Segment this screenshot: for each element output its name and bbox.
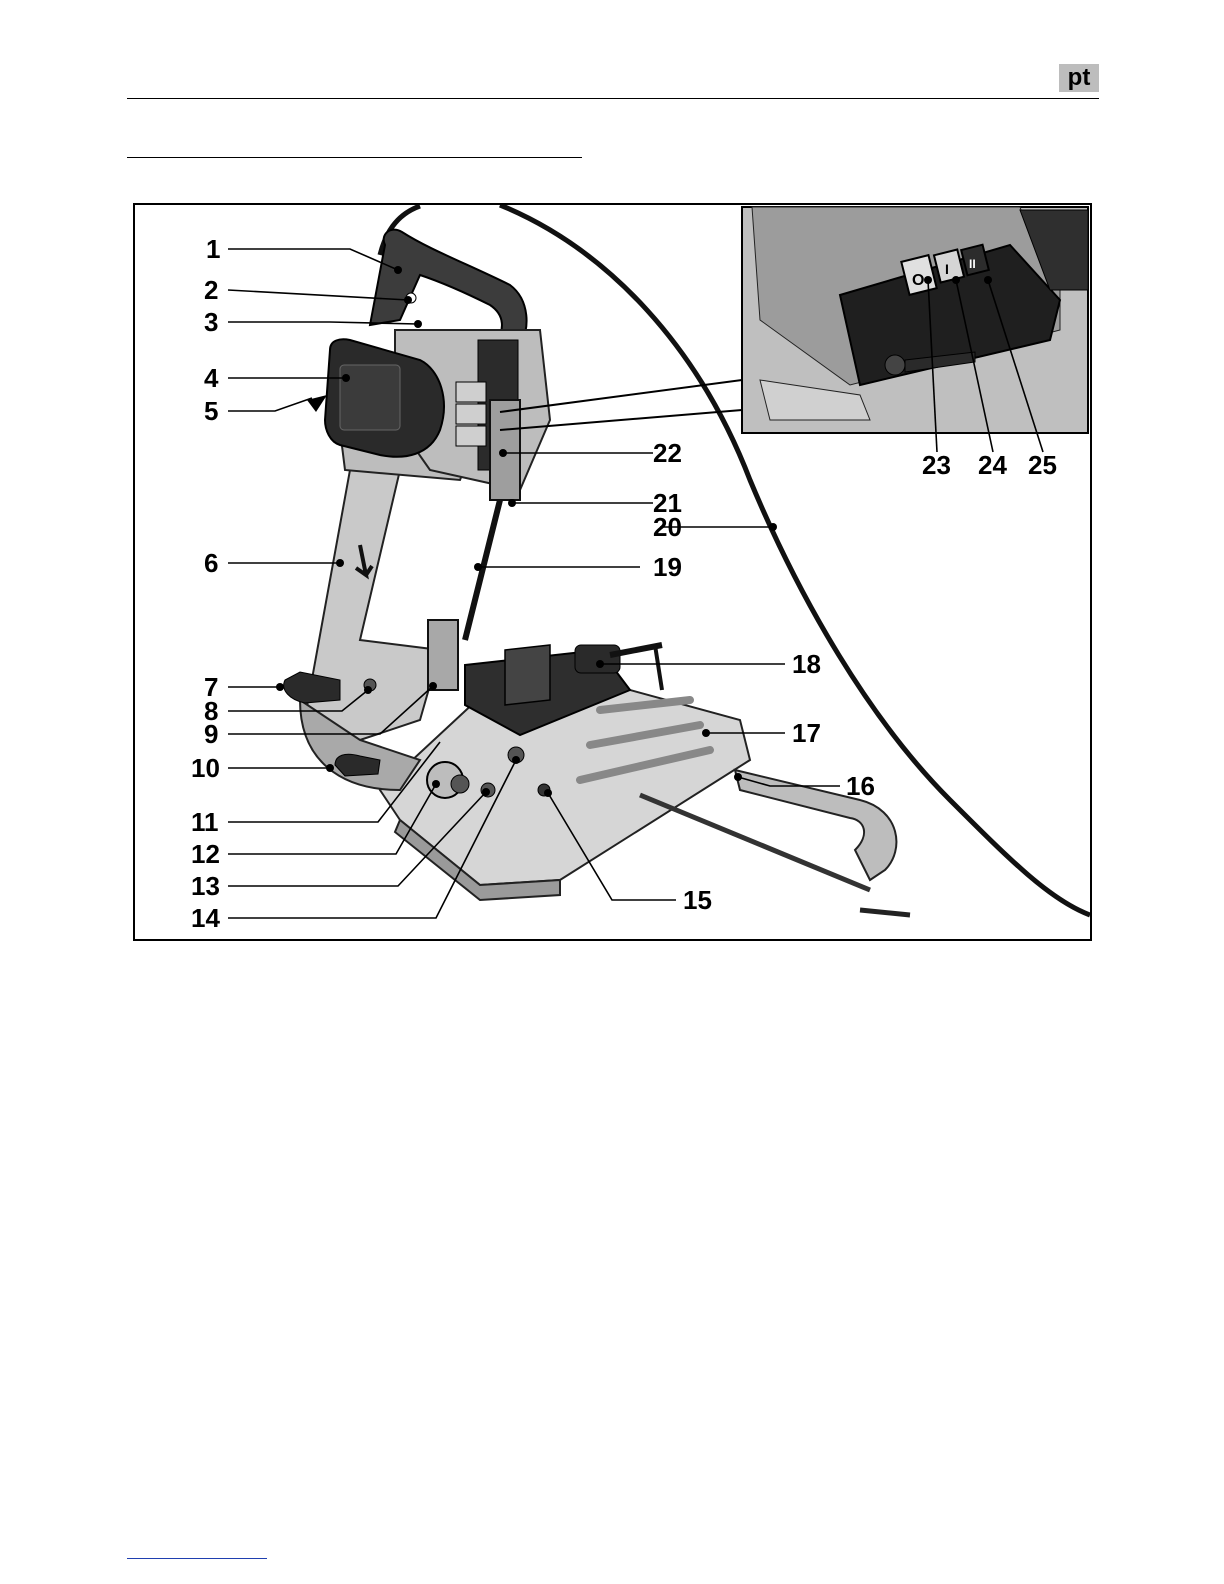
- callout-25: 25: [1028, 450, 1057, 480]
- language-badge: pt: [1059, 64, 1099, 92]
- callout-23: 23: [922, 450, 951, 480]
- callout-14: 14: [191, 903, 220, 933]
- callout-4: 4: [204, 363, 219, 393]
- switch-off-symbol: O: [912, 272, 924, 289]
- direction-arrow: [307, 395, 327, 412]
- saw-blade: [465, 500, 500, 640]
- switch-on-symbol: I: [945, 261, 949, 277]
- callout-15: 15: [683, 885, 712, 915]
- switch-detail-inset: O I II: [742, 207, 1088, 433]
- callout-19: 19: [653, 552, 682, 582]
- callout-16: 16: [846, 771, 875, 801]
- footer-link-underline: [127, 1558, 267, 1559]
- callout-11: 11: [191, 807, 219, 837]
- section-heading-underline: [127, 157, 582, 158]
- blade-guide-lower: [428, 620, 458, 690]
- callout-1: 1: [206, 234, 220, 264]
- callout-9: 9: [204, 719, 218, 749]
- callout-2: 2: [204, 275, 218, 305]
- callout-13: 13: [191, 871, 220, 901]
- band-saw-figure: O I II: [133, 203, 1092, 941]
- callout-22: 22: [653, 438, 682, 468]
- callout-10: 10: [191, 753, 220, 783]
- switch-continuous-symbol: II: [969, 257, 976, 271]
- header-divider: [127, 98, 1099, 99]
- callout-3: 3: [204, 307, 218, 337]
- callout-21: 21: [653, 488, 682, 518]
- callout-17: 17: [792, 718, 821, 748]
- callout-18: 18: [792, 649, 821, 679]
- callout-5: 5: [204, 396, 218, 426]
- callout-6: 6: [204, 548, 218, 578]
- callout-24: 24: [978, 450, 1007, 480]
- callout-12: 12: [191, 839, 220, 869]
